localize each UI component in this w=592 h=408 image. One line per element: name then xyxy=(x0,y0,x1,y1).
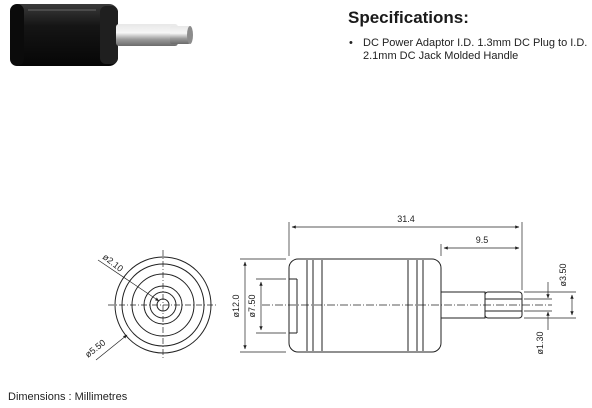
adaptor-body xyxy=(10,4,118,66)
units-note: Dimensions : Millimetres xyxy=(8,391,128,403)
technical-drawing: ø2.10 ø5.50 xyxy=(83,214,576,361)
dim-body-diameter-label: ø12.0 xyxy=(231,294,241,317)
side-view xyxy=(240,222,576,353)
dim-plug-length-label: 9.5 xyxy=(476,235,489,245)
specifications-list: DC Power Adaptor I.D. 1.3mm DC Plug to I… xyxy=(347,37,592,63)
dim-plug-inner-diameter-label: ø1.30 xyxy=(535,331,545,354)
dim-plug-outer-diameter-label: ø3.50 xyxy=(558,263,568,286)
specifications-title: Specifications: xyxy=(348,8,469,27)
dim-total-length-label: 31.4 xyxy=(397,214,415,224)
plug-pin xyxy=(116,24,193,46)
spec-item: DC Power Adaptor I.D. 1.3mm DC Plug to I… xyxy=(347,37,592,63)
product-photo xyxy=(10,4,193,66)
end-view xyxy=(95,250,218,361)
dim-outer-diameter-label: ø5.50 xyxy=(83,338,107,360)
dim-socket-diameter-label: ø7.50 xyxy=(247,294,257,317)
